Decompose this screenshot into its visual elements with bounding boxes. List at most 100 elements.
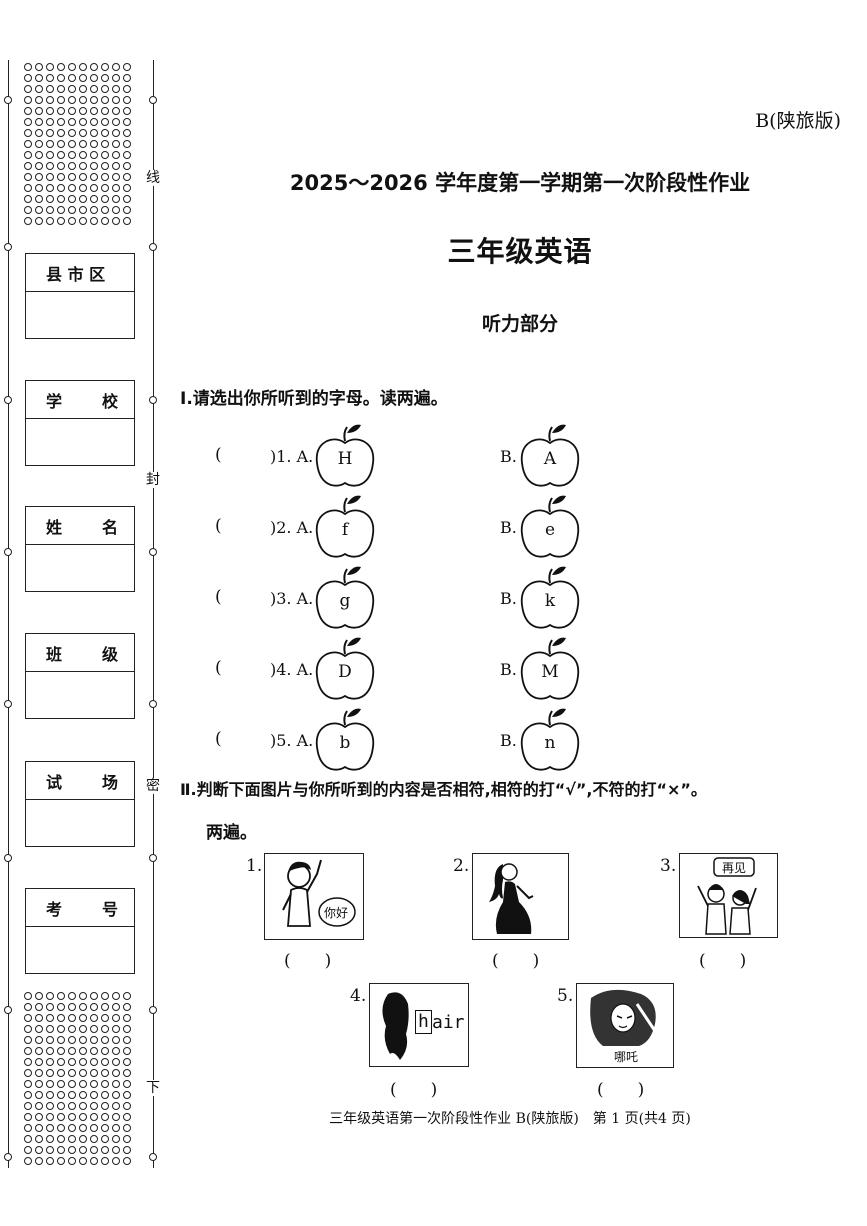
binding-dot xyxy=(112,173,120,181)
word-rest: air xyxy=(432,1012,465,1033)
binding-dot xyxy=(123,184,131,192)
binding-dot xyxy=(90,1003,98,1011)
binding-dot xyxy=(79,1135,87,1143)
binding-ring xyxy=(149,548,157,556)
binding-dot xyxy=(35,1146,43,1154)
binding-dot xyxy=(79,184,87,192)
binding-dot xyxy=(57,1080,65,1088)
option-b-apple[interactable]: k xyxy=(520,565,580,631)
option-a-apple[interactable]: b xyxy=(315,707,375,773)
binding-dot xyxy=(46,1058,54,1066)
binding-dot xyxy=(101,1091,109,1099)
picture-number: 2. xyxy=(453,856,470,876)
edition-label: B(陕旅版) xyxy=(755,110,841,132)
binding-dot xyxy=(112,184,120,192)
answer-blank-2[interactable]: ( ) xyxy=(492,951,540,971)
side-char-mi: 密 xyxy=(146,778,160,794)
binding-ring xyxy=(149,96,157,104)
binding-dot xyxy=(112,992,120,1000)
binding-dot xyxy=(24,151,32,159)
option-b-apple[interactable]: A xyxy=(520,423,580,489)
answer-paren-open[interactable]: ( xyxy=(215,658,222,678)
field-label: 姓 xyxy=(46,517,63,537)
binding-dot xyxy=(112,1135,120,1143)
binding-dot xyxy=(123,1036,131,1044)
binding-dot xyxy=(123,1058,131,1066)
binding-dot xyxy=(112,63,120,71)
binding-dot xyxy=(90,151,98,159)
answer-paren-open[interactable]: ( xyxy=(215,729,222,749)
binding-dot xyxy=(101,992,109,1000)
part-title: 听力部分 xyxy=(481,313,558,335)
question-number: )1. A. xyxy=(270,447,314,466)
answer-blank-5[interactable]: ( ) xyxy=(597,1080,645,1100)
binding-dot xyxy=(68,1003,76,1011)
answer-paren-open[interactable]: ( xyxy=(215,445,222,465)
answer-blank-4[interactable]: ( ) xyxy=(390,1080,438,1100)
binding-dot xyxy=(46,206,54,214)
binding-dot xyxy=(24,1124,32,1132)
binding-dot xyxy=(35,184,43,192)
option-a-apple[interactable]: H xyxy=(315,423,375,489)
binding-dot xyxy=(68,140,76,148)
binding-dot xyxy=(46,1003,54,1011)
binding-dot xyxy=(112,129,120,137)
option-b-apple[interactable]: n xyxy=(520,707,580,773)
binding-dot xyxy=(46,140,54,148)
binding-dot xyxy=(24,195,32,203)
option-b-apple[interactable]: e xyxy=(520,494,580,560)
word-first-letter: h xyxy=(415,1010,432,1034)
binding-dot xyxy=(79,992,87,1000)
apple-icon xyxy=(315,566,375,629)
option-b-label: B. xyxy=(500,447,517,466)
binding-dot xyxy=(57,1069,65,1077)
binding-dot xyxy=(101,217,109,225)
binding-dot xyxy=(101,1102,109,1110)
option-a-apple[interactable]: D xyxy=(315,636,375,702)
binding-ring xyxy=(4,854,12,862)
question-row: ( )5. A. b B. n xyxy=(215,707,635,773)
binding-dot xyxy=(68,1102,76,1110)
binding-dot xyxy=(68,173,76,181)
answer-blank-3[interactable]: ( ) xyxy=(699,951,747,971)
long-hair-icon xyxy=(382,992,409,1060)
binding-dot xyxy=(57,151,65,159)
binding-dot xyxy=(57,1157,65,1165)
binding-dot xyxy=(35,63,43,71)
option-a-apple[interactable]: f xyxy=(315,494,375,560)
side-char-feng: 封 xyxy=(146,472,160,488)
question-row: ( )2. A. f B. e xyxy=(215,494,635,560)
binding-dot xyxy=(123,151,131,159)
binding-dot xyxy=(112,1069,120,1077)
binding-dot xyxy=(68,85,76,93)
answer-paren-open[interactable]: ( xyxy=(215,516,222,536)
binding-dot xyxy=(35,96,43,104)
option-b-apple[interactable]: M xyxy=(520,636,580,702)
binding-dot xyxy=(123,74,131,82)
binding-dot xyxy=(79,96,87,104)
binding-dot xyxy=(123,162,131,170)
option-b-label: B. xyxy=(500,660,517,679)
binding-ring xyxy=(149,700,157,708)
answer-blank-1[interactable]: ( ) xyxy=(284,951,332,971)
binding-dot xyxy=(90,1113,98,1121)
binding-dot xyxy=(90,195,98,203)
binding-ring xyxy=(149,854,157,862)
apple-letter: H xyxy=(337,449,353,469)
binding-dot xyxy=(68,992,76,1000)
binding-dot xyxy=(68,195,76,203)
binding-dot xyxy=(57,129,65,137)
binding-dot xyxy=(68,74,76,82)
apple-letter: A xyxy=(543,449,557,469)
binding-dot xyxy=(46,1124,54,1132)
binding-dot xyxy=(123,118,131,126)
option-a-apple[interactable]: g xyxy=(315,565,375,631)
answer-paren-open[interactable]: ( xyxy=(215,587,222,607)
binding-dot xyxy=(24,1157,32,1165)
binding-dot xyxy=(57,1003,65,1011)
binding-dot xyxy=(112,206,120,214)
binding-dot xyxy=(101,162,109,170)
dot-pattern-top xyxy=(24,63,136,228)
binding-dot xyxy=(68,1124,76,1132)
binding-dot xyxy=(123,1146,131,1154)
